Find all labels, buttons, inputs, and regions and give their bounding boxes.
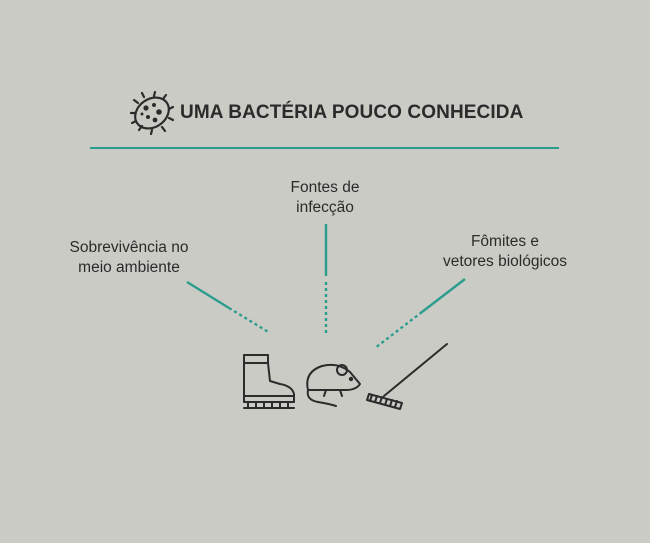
boot-icon — [243, 354, 295, 409]
rake-icon — [366, 343, 448, 410]
page-title: UMA BACTÉRIA POUCO CONHECIDA — [180, 102, 524, 123]
label-center-line1: Fontes de — [290, 179, 360, 196]
label-left-line2: meio ambiente — [78, 259, 180, 276]
divider — [90, 147, 559, 149]
label-left: Sobrevivência no meio ambiente — [54, 238, 204, 278]
mouse-icon — [306, 363, 361, 407]
label-right-line1: Fômites e — [470, 233, 540, 250]
label-right-line2: vetores biológicos — [442, 253, 568, 270]
label-center-line2: infecção — [296, 199, 354, 216]
connector-left — [186, 280, 271, 335]
header: UMA BACTÉRIA POUCO CONHECIDA — [130, 88, 523, 138]
label-center: Fontes de infecção — [250, 178, 400, 218]
connector-right — [374, 278, 466, 349]
label-right: Fômites e vetores biológicos — [430, 232, 580, 272]
bacteria-icon — [130, 91, 174, 135]
label-left-line1: Sobrevivência no — [69, 239, 189, 256]
